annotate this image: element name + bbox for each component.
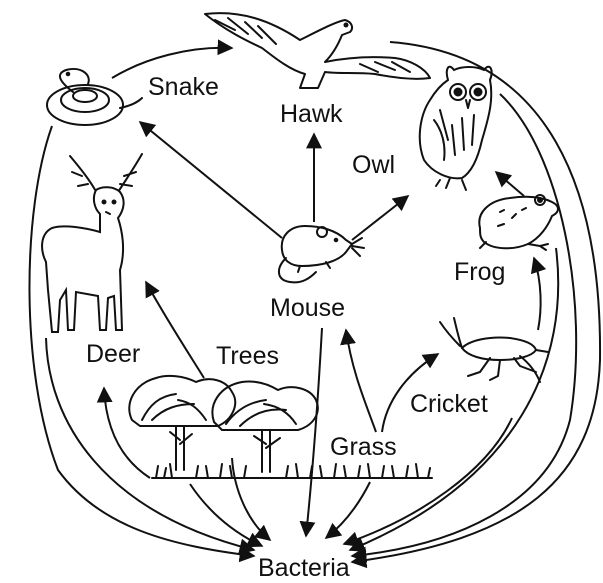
label-grass: Grass: [330, 433, 397, 461]
arrow-trees-deer: [146, 282, 204, 378]
label-deer: Deer: [86, 340, 140, 368]
arrow-mouse-bacteria: [306, 328, 322, 536]
mouse-illustration: [279, 226, 364, 282]
label-frog: Frog: [454, 258, 505, 286]
label-owl: Owl: [352, 151, 395, 179]
frog-illustration: [479, 195, 558, 250]
arrow-grass-mouse: [346, 330, 376, 432]
label-hawk: Hawk: [280, 100, 343, 128]
arrow-frog-owl: [496, 172, 524, 196]
deer-illustration: [42, 154, 142, 332]
owl-illustration: [420, 67, 492, 190]
cricket-illustration: [440, 318, 548, 382]
trees-illustration: [129, 376, 318, 472]
arrow-trees-bacteria-1: [190, 484, 262, 546]
hawk-illustration: [205, 13, 430, 88]
label-snake: Snake: [148, 73, 219, 101]
arrow-mouse-owl: [352, 196, 408, 240]
arrow-grass-deer: [104, 388, 150, 478]
label-cricket: Cricket: [410, 390, 488, 418]
label-trees: Trees: [216, 342, 279, 370]
grass-illustration: [152, 464, 432, 478]
arrow-cricket-frog: [534, 258, 541, 330]
arrow-trees-bacteria-2: [232, 458, 270, 540]
arrow-mouse-snake: [140, 122, 282, 238]
arrow-snake-bacteria: [29, 126, 254, 556]
label-bacteria: Bacteria: [258, 554, 350, 582]
arrow-grass-bacteria: [326, 482, 370, 538]
snake-illustration: [47, 69, 142, 125]
label-mouse: Mouse: [270, 294, 345, 322]
